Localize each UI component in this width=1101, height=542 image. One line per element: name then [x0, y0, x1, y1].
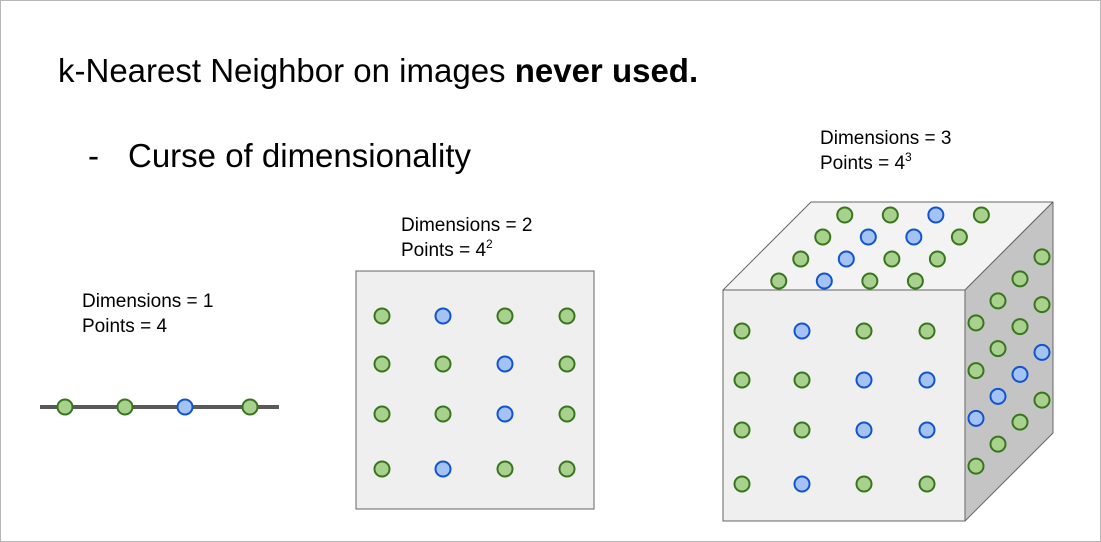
- cube-side-point-r3c1-blue: [967, 409, 985, 427]
- cube-side-point-r4c3-green: [1011, 413, 1029, 431]
- line-point-2-green: [116, 398, 134, 416]
- label-2d-points: Points = 42: [401, 238, 532, 263]
- cube-side-point-r2c1-green: [967, 362, 985, 380]
- cube-top-point-r1c3-blue: [927, 206, 945, 224]
- line-point-3-blue: [176, 398, 194, 416]
- cube-top-point-r3c2-blue: [837, 250, 855, 268]
- label-3d-dims: Dimensions = 3: [820, 128, 952, 149]
- cube-top-point-r4c1-green: [770, 272, 788, 290]
- cube-side-point-r4c2-green: [989, 435, 1007, 453]
- cube-front-point-r2c1-green: [733, 371, 751, 389]
- cube-front-point-r4c3-green: [855, 475, 873, 493]
- label-3d: Dimensions = 3 Points = 43: [820, 126, 951, 176]
- cube-top-point-r4c3-green: [861, 272, 879, 290]
- label-3d-points-exp: 3: [905, 150, 912, 164]
- cube-top-point-r3c4-green: [928, 250, 946, 268]
- cube-side-point-r1c2-green: [989, 292, 1007, 310]
- label-2d: Dimensions = 2 Points = 42: [401, 213, 532, 263]
- cube-side-point-r4c1-green: [967, 457, 985, 475]
- label-1d: Dimensions = 1 Points = 4: [82, 289, 213, 339]
- cube-side-point-r1c3-green: [1011, 270, 1029, 288]
- square-point-r3c2-green: [434, 405, 452, 423]
- square-point-r1c1-green: [373, 307, 391, 325]
- square-point-r2c4-green: [558, 355, 576, 373]
- square-point-r2c2-green: [434, 355, 452, 373]
- bullet-dash: -: [88, 137, 99, 174]
- cube-top-point-r2c2-blue: [859, 228, 877, 246]
- square-point-r4c3-green: [496, 460, 514, 478]
- cube-side-point-r2c3-green: [1011, 318, 1029, 336]
- cube-side-point-r3c2-blue: [989, 387, 1007, 405]
- square-point-r4c4-green: [558, 460, 576, 478]
- cube-side-point-r2c4-green: [1033, 296, 1051, 314]
- cube-top-point-r4c4-green: [906, 272, 924, 290]
- cube-top-point-r1c1-green: [836, 206, 854, 224]
- cube-front-point-r1c4-green: [918, 322, 936, 340]
- two-dimension-diagram: [355, 270, 595, 510]
- square-point-r4c2-blue: [434, 460, 452, 478]
- square-point-r3c4-green: [558, 405, 576, 423]
- square-point-r1c2-blue: [434, 307, 452, 325]
- title-bold-text: never used.: [514, 52, 699, 89]
- label-2d-dims: Dimensions = 2: [401, 215, 533, 236]
- square-point-r4c1-green: [373, 460, 391, 478]
- title-regular-text: k-Nearest Neighbor on images: [58, 52, 515, 89]
- cube-front-point-r2c4-blue: [918, 371, 936, 389]
- label-3d-points: Points = 43: [820, 151, 951, 176]
- square-point-r2c1-green: [373, 355, 391, 373]
- square-point-r1c4-green: [558, 307, 576, 325]
- slide-title: k-Nearest Neighbor on images never used.: [58, 52, 698, 90]
- label-2d-points-text: Points = 4: [401, 240, 487, 261]
- line-point-1-green: [56, 398, 74, 416]
- cube-side-point-r1c1-green: [967, 314, 985, 332]
- square-point-r3c1-green: [373, 405, 391, 423]
- label-1d-points: Points = 4: [82, 314, 213, 339]
- cube-front-point-r4c4-green: [918, 475, 936, 493]
- cube-side-point-r3c4-blue: [1033, 343, 1051, 361]
- cube-side-point-r2c2-green: [989, 340, 1007, 358]
- cube-side-point-r3c3-blue: [1011, 365, 1029, 383]
- label-2d-points-exp: 2: [486, 237, 493, 251]
- cube-front-point-r1c2-blue: [793, 322, 811, 340]
- label-1d-points-text: Points = 4: [82, 316, 168, 337]
- cube-front-point-r3c1-green: [733, 421, 751, 439]
- cube-top-point-r2c1-green: [814, 228, 832, 246]
- square-point-r2c3-blue: [496, 355, 514, 373]
- label-1d-dims: Dimensions = 1: [82, 291, 214, 312]
- cube-top-point-r2c3-blue: [905, 228, 923, 246]
- three-dimension-diagram: [722, 201, 1054, 522]
- square-2d: [355, 270, 595, 510]
- cube-front-point-r2c3-blue: [855, 371, 873, 389]
- cube-front-point-r4c1-green: [733, 475, 751, 493]
- line-point-4-green: [241, 398, 259, 416]
- cube-front-point-r3c4-blue: [918, 421, 936, 439]
- bullet-point: -Curse of dimensionality: [88, 137, 471, 175]
- cube-front-point-r1c1-green: [733, 322, 751, 340]
- cube-top-point-r4c2-blue: [815, 272, 833, 290]
- one-dimension-diagram: [40, 398, 279, 416]
- label-3d-points-text: Points = 4: [820, 153, 906, 174]
- cube-top-point-r1c2-green: [881, 206, 899, 224]
- cube-front-point-r3c3-blue: [855, 421, 873, 439]
- cube-top-point-r3c3-green: [883, 250, 901, 268]
- square-point-r3c3-blue: [496, 405, 514, 423]
- square-point-r1c3-green: [496, 307, 514, 325]
- cube-side-point-r4c4-green: [1033, 391, 1051, 409]
- cube-side-point-r1c4-green: [1033, 248, 1051, 266]
- cube-top-point-r3c1-green: [792, 250, 810, 268]
- cube-top-point-r1c4-green: [972, 206, 990, 224]
- cube-front-point-r3c2-green: [793, 421, 811, 439]
- cube-front-point-r1c3-green: [855, 322, 873, 340]
- bullet-text: Curse of dimensionality: [128, 137, 471, 174]
- cube-front-point-r4c2-blue: [793, 475, 811, 493]
- cube-front-point-r2c2-green: [793, 371, 811, 389]
- cube-top-point-r2c4-green: [950, 228, 968, 246]
